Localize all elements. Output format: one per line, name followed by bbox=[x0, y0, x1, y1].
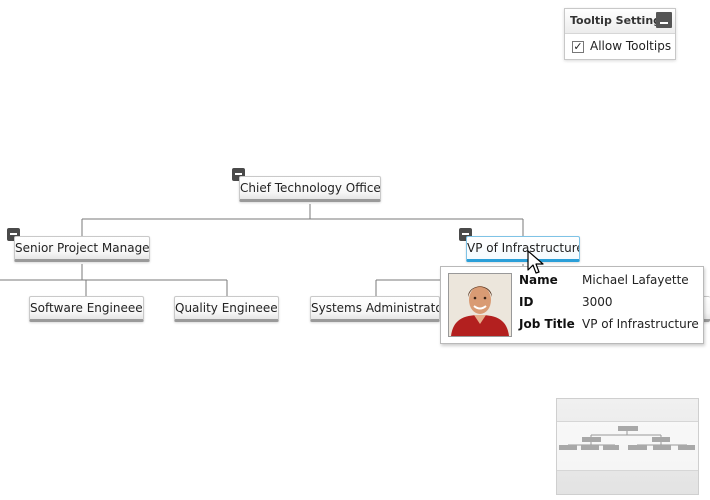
node-label: Quality Engineeer bbox=[175, 301, 279, 315]
tooltip-label: Job Title bbox=[519, 317, 575, 331]
tooltip-label: ID bbox=[519, 295, 534, 309]
employee-tooltip: Name Michael Lafayette ID 3000 Job Title… bbox=[440, 266, 704, 344]
employee-photo bbox=[448, 273, 512, 337]
settings-title: Tooltip Settings bbox=[570, 14, 668, 27]
tooltip-value: VP of Infrastructure bbox=[582, 317, 699, 331]
minimize-icon[interactable] bbox=[656, 12, 672, 28]
overview-minimap[interactable] bbox=[556, 398, 699, 495]
node-label: Chief Technology Officer bbox=[240, 181, 381, 195]
person-photo-icon bbox=[449, 274, 511, 336]
minimap-tree bbox=[559, 426, 695, 450]
node-label: VP of Infrastructure bbox=[467, 241, 580, 255]
node-label: Systems Administrator bbox=[311, 301, 440, 315]
tooltip-value: 3000 bbox=[582, 295, 613, 309]
node-quality-engineer[interactable]: Quality Engineeer bbox=[174, 296, 279, 322]
node-label: Software Engineeer bbox=[30, 301, 144, 315]
node-systems-administrator[interactable]: Systems Administrator bbox=[310, 296, 440, 322]
node-vp-of-infrastructure[interactable]: VP of Infrastructure bbox=[466, 236, 580, 262]
node-label: Senior Project Manager bbox=[15, 241, 150, 255]
allow-tooltips-label[interactable]: Allow Tooltips bbox=[590, 39, 672, 53]
tooltip-label: Name bbox=[519, 273, 558, 287]
mouse-cursor-icon bbox=[527, 250, 544, 274]
checkmark-icon: ✓ bbox=[573, 40, 583, 53]
allow-tooltips-checkbox[interactable]: ✓ bbox=[572, 41, 584, 53]
tooltip-settings-panel: Tooltip Settings ✓ Allow Tooltips bbox=[564, 8, 676, 60]
node-chief-technology-officer[interactable]: Chief Technology Officer bbox=[239, 176, 381, 202]
settings-header: Tooltip Settings bbox=[565, 9, 675, 34]
settings-body: ✓ Allow Tooltips bbox=[565, 34, 675, 60]
node-software-engineer[interactable]: Software Engineeer bbox=[29, 296, 144, 322]
tooltip-value: Michael Lafayette bbox=[582, 273, 689, 287]
node-senior-project-manager[interactable]: Senior Project Manager bbox=[14, 236, 150, 262]
